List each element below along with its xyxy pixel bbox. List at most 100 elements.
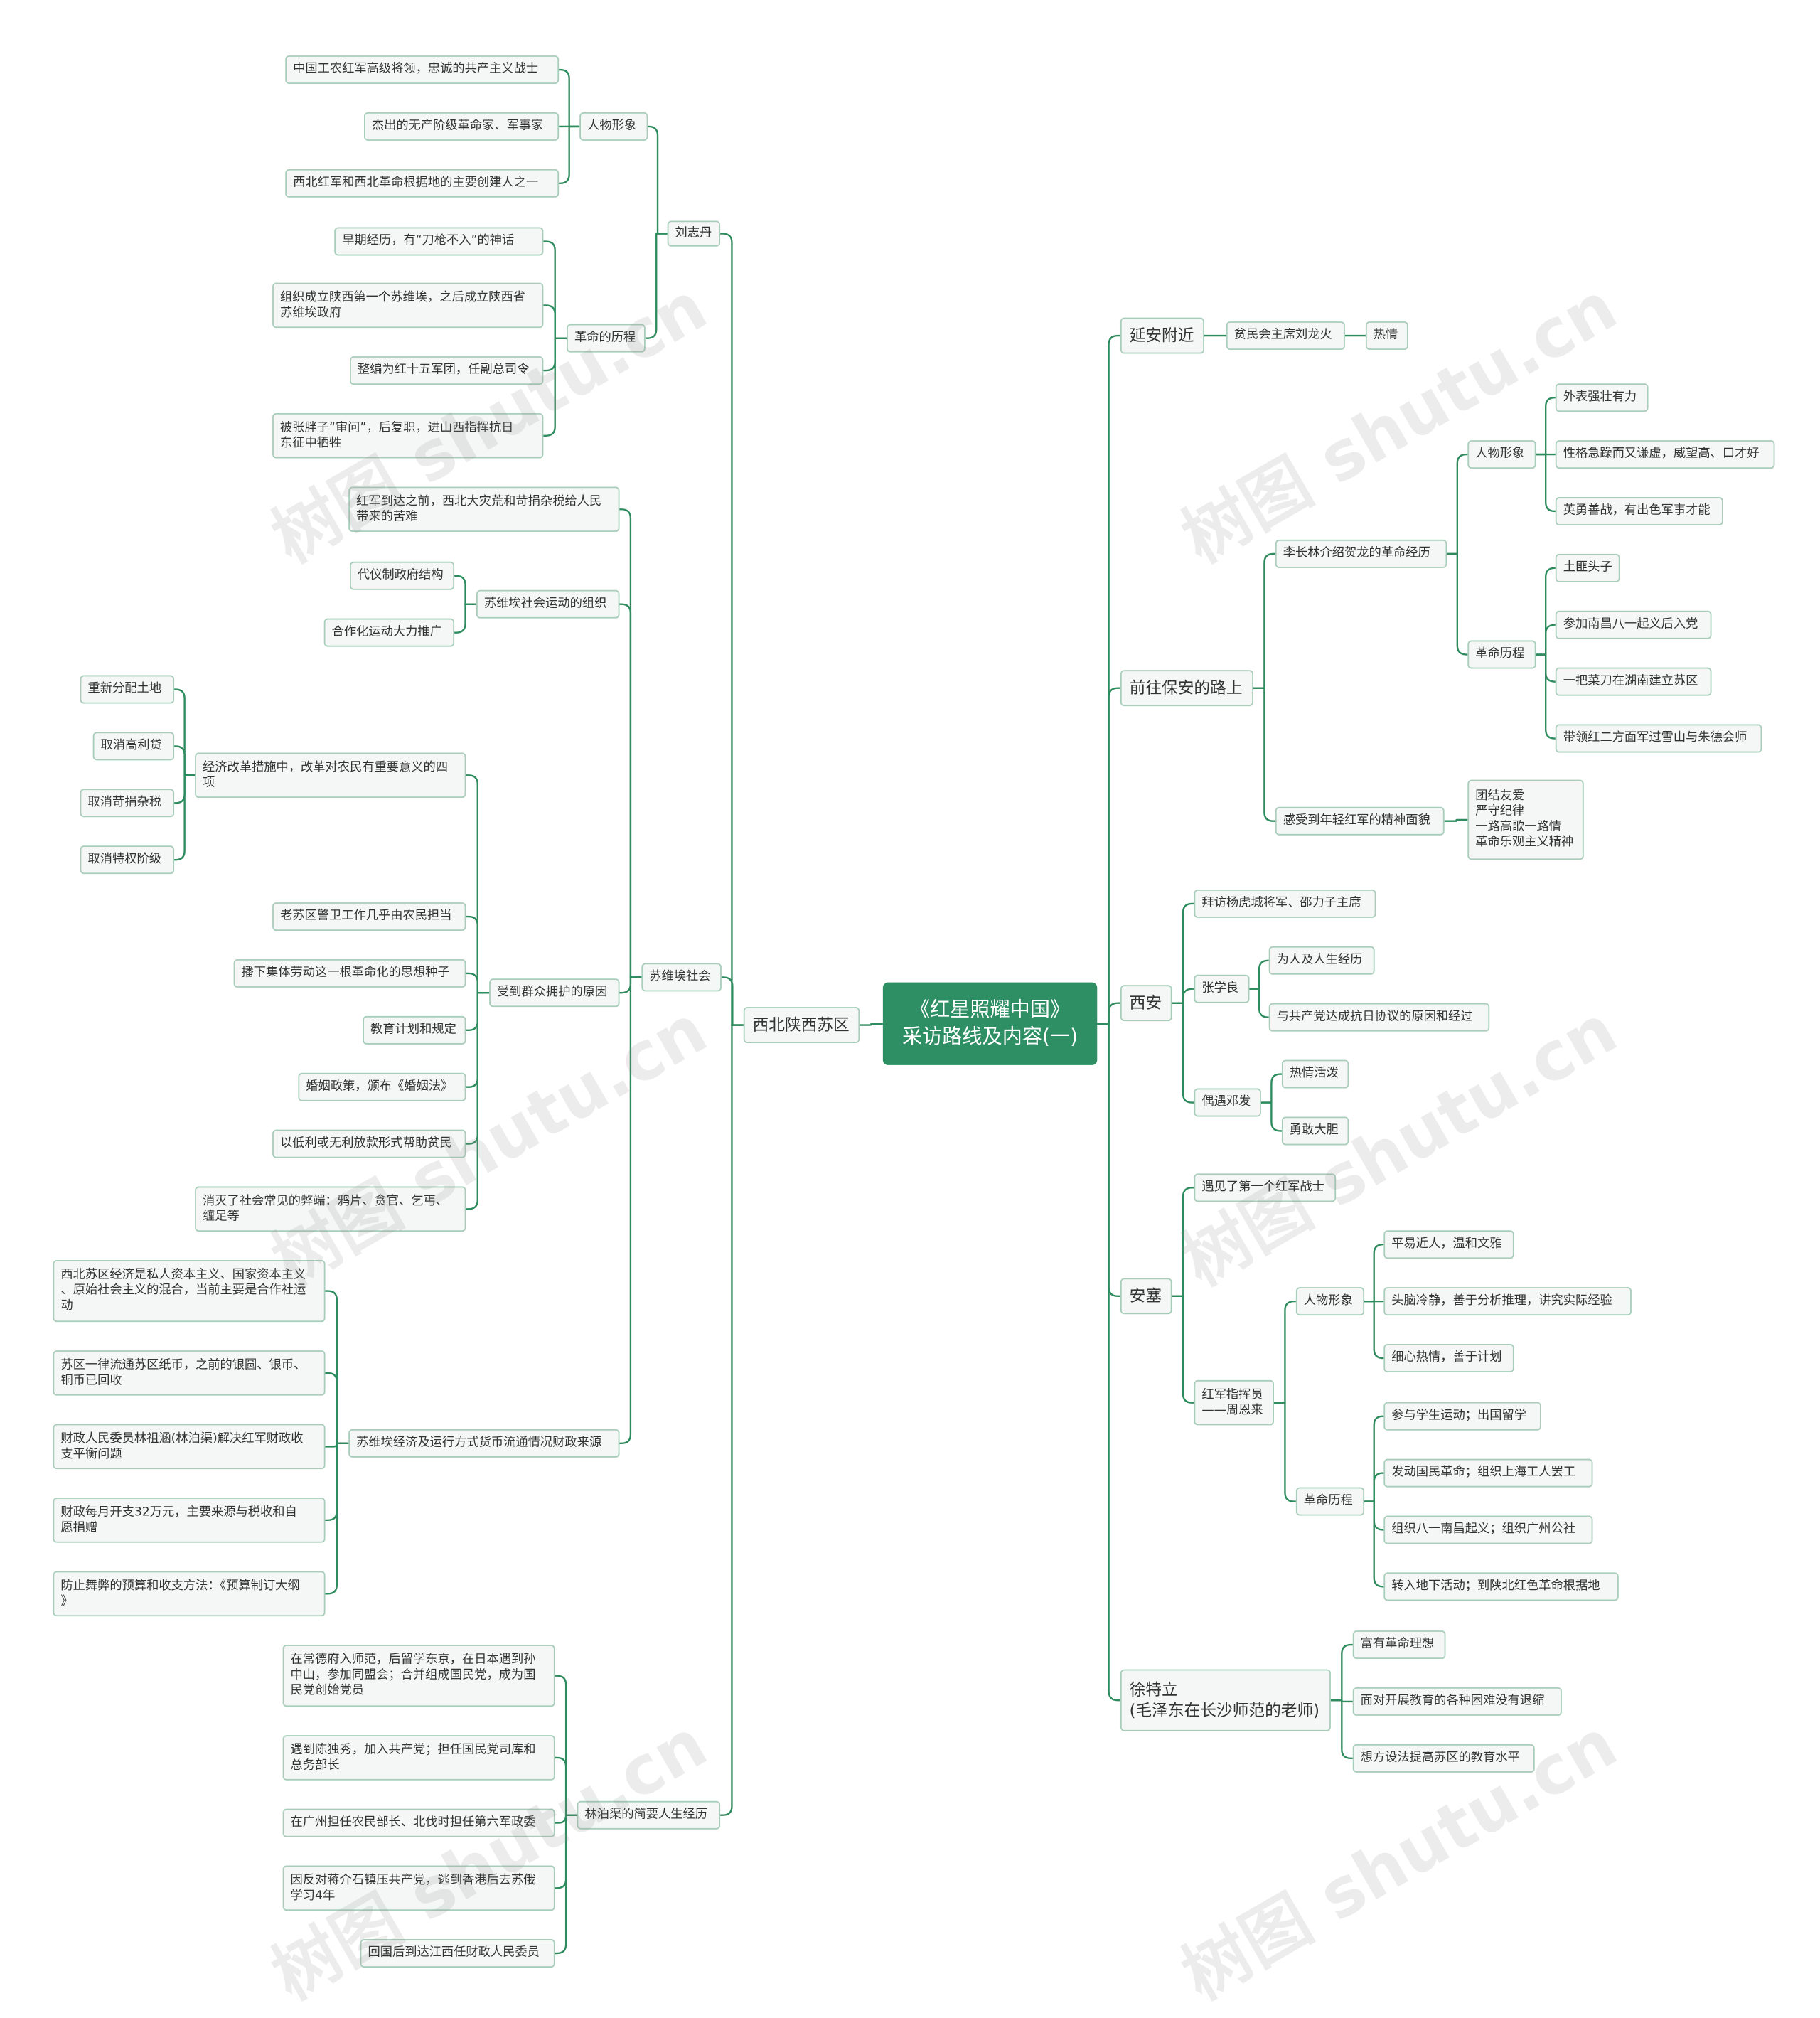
node-baLi[interactable]: 李长林介绍贺龙的革命经历 [1275, 539, 1447, 568]
node-L[interactable]: 西北陕西苏区 [743, 1007, 860, 1044]
node-bi1[interactable]: 性格急躁而又谦虚，威望高、口才好 [1555, 440, 1775, 469]
node-xu1[interactable]: 面对开展教育的各种困难没有退缩 [1352, 1687, 1562, 1716]
node-xaD[interactable]: 偶遇邓发 [1194, 1088, 1261, 1117]
node-sr1[interactable]: 取消高利贷 [92, 732, 175, 761]
connector-aHis-ah1 [1364, 1472, 1384, 1502]
node-aImg[interactable]: 人物形象 [1295, 1287, 1365, 1316]
node-xaV[interactable]: 拜访杨虎城将军、邵力子主席 [1194, 889, 1376, 918]
node-asF[interactable]: 遇见了第一个红军战士 [1194, 1173, 1337, 1202]
connector-liuImg-li0 [559, 68, 580, 128]
node-lh2[interactable]: 整编为红十五军团，任副总司令 [350, 356, 544, 385]
node-ah3[interactable]: 转入地下活动；到陕北红色革命根据地 [1383, 1572, 1619, 1601]
node-se3[interactable]: 财政每月开支32万元，主要来源与税收和自 愿捐赠 [53, 1498, 326, 1543]
connector-ba-bSp [1253, 687, 1275, 822]
node-bh0[interactable]: 土匪头子 [1555, 553, 1620, 582]
connector-bHis-bh0 [1536, 567, 1556, 656]
node-sr3[interactable]: 取消特权阶级 [80, 845, 175, 875]
node-ai0[interactable]: 平易近人，温和文雅 [1383, 1230, 1514, 1259]
node-bi0[interactable]: 外表强壮有力 [1555, 383, 1649, 412]
connector-sEco-se0 [325, 1290, 349, 1445]
node-xu0[interactable]: 富有革命理想 [1352, 1630, 1446, 1660]
node-yaTrait[interactable]: 热情 [1365, 321, 1408, 351]
node-ah0[interactable]: 参与学生运动；出国留学 [1383, 1402, 1541, 1431]
node-lh3[interactable]: 被张胖子“审问”，后复职，进山西指挥抗日 东征中牺牲 [272, 412, 544, 459]
node-lh0[interactable]: 早期经历，有“刀枪不入”的神话 [334, 227, 544, 256]
node-se4[interactable]: 防止舞弊的预算和收支方法：《预算制订大纲 》 [53, 1571, 326, 1617]
connector-as-asZ [1172, 1295, 1194, 1404]
node-xu[interactable]: 徐特立 (毛泽东在长沙师范的老师) [1120, 1669, 1331, 1731]
node-ln1[interactable]: 遇到陈独秀，加入共产党；担任国民党司库和 总务部长 [282, 1735, 555, 1781]
node-ss5[interactable]: 消灭了社会常见的弊端：鸦片、贪官、乞丐、 缠足等 [195, 1186, 466, 1232]
node-ss0[interactable]: 老苏区警卫工作几乎由农民担当 [272, 902, 466, 931]
node-se1[interactable]: 苏区一律流通苏区纸币，之前的银圆、银币、 铜币已回收 [53, 1350, 326, 1396]
node-xd0[interactable]: 热情活泼 [1281, 1059, 1349, 1089]
connector-L-sov [721, 976, 744, 1026]
node-sb[interactable]: 红军到达之前，西北大灾荒和苛捐杂税给人民 带来的苦难 [348, 486, 620, 533]
node-bImg[interactable]: 人物形象 [1467, 440, 1536, 469]
node-se0[interactable]: 西北苏区经济是私人资本主义、国家资本主义 、原始社会主义的混合，当前主要是合作社… [53, 1260, 326, 1323]
node-lh1[interactable]: 组织成立陕西第一个苏维埃，之后成立陕西省 苏维埃政府 [272, 282, 544, 329]
node-xz0[interactable]: 为人及人生经历 [1268, 946, 1375, 975]
node-ya[interactable]: 延安附近 [1120, 317, 1204, 354]
node-li1[interactable]: 杰出的无产阶级革命家、军事家 [364, 112, 560, 141]
connector-liuHis-lh3 [543, 337, 567, 437]
node-bHis[interactable]: 革命历程 [1467, 640, 1536, 669]
node-ai2[interactable]: 细心热情，善于计划 [1383, 1344, 1514, 1372]
node-sRef[interactable]: 经济改革措施中，改革对农民有重要意义的四 项 [195, 752, 466, 799]
node-ss3[interactable]: 婚姻政策，颁布《婚姻法》 [298, 1072, 466, 1101]
node-bSp[interactable]: 感受到年轻红军的精神面貌 [1275, 806, 1445, 836]
node-xaZ[interactable]: 张学良 [1194, 974, 1250, 1003]
node-xd1[interactable]: 勇敢大胆 [1281, 1116, 1349, 1146]
node-xa[interactable]: 西安 [1120, 985, 1172, 1022]
node-bh1[interactable]: 参加南昌八一起义后入党 [1555, 610, 1712, 639]
node-liuHis[interactable]: 革命的历程 [567, 324, 646, 353]
node-bSpD[interactable]: 团结友爱 严守纪律 一路高歌一路情 革命乐观主义精神 [1467, 779, 1584, 860]
connector-liuHis-lh0 [543, 240, 567, 339]
node-xz1[interactable]: 与共产党达成抗日协议的原因和经过 [1268, 1003, 1490, 1032]
node-li0[interactable]: 中国工农红军高级将领，忠诚的共产主义战士 [285, 55, 560, 85]
node-ah2[interactable]: 组织八一南昌起义；组织广州公社 [1383, 1515, 1593, 1544]
node-ln0[interactable]: 在常德府入师范，后留学东京，在日本遇到孙 中山，参加同盟会；合并组成国民党，成为… [282, 1645, 555, 1707]
connector-L-lin [720, 1024, 744, 1816]
connector-root-xu [1097, 1023, 1120, 1702]
node-sr0[interactable]: 重新分配土地 [80, 675, 175, 704]
node-ba[interactable]: 前往保安的路上 [1120, 670, 1253, 707]
node-ln2[interactable]: 在广州担任农民部长、北伐时担任第六军政委 [282, 1808, 555, 1837]
node-lin[interactable]: 林泊渠的简要人生经历 [577, 1800, 721, 1830]
node-sr2[interactable]: 取消苛捐杂税 [80, 789, 175, 818]
node-li2[interactable]: 西北红军和西北革命根据地的主要创建人之一 [285, 169, 560, 198]
node-bh2[interactable]: 一把菜刀在湖南建立苏区 [1555, 667, 1712, 696]
node-so1[interactable]: 合作化运动大力推广 [323, 618, 455, 647]
node-yaChair[interactable]: 贫民会主席刘龙火 [1226, 321, 1345, 351]
node-ss2[interactable]: 教育计划和规定 [363, 1015, 466, 1045]
node-sov[interactable]: 苏维埃社会 [641, 963, 722, 992]
node-sEco[interactable]: 苏维埃经济及运行方式货币流通情况财政来源 [348, 1429, 620, 1458]
node-sOrg[interactable]: 苏维埃社会运动的组织 [476, 589, 620, 619]
connector-sSup-sRef [466, 774, 490, 994]
connector-sSup-ss1 [466, 972, 490, 994]
node-asZ[interactable]: 红军指挥员 ——周恩来 [1194, 1379, 1275, 1426]
node-ss4[interactable]: 以低利或无利放款形式帮助贫民 [272, 1129, 466, 1158]
connector-root-ya [1097, 334, 1120, 1025]
node-sSup[interactable]: 受到群众拥护的原因 [489, 978, 620, 1008]
node-root[interactable]: 《红星照耀中国》 采访路线及内容(一) [882, 982, 1098, 1065]
node-ln4[interactable]: 回国后到达江西任财政人民委员 [360, 1939, 555, 1968]
node-as[interactable]: 安塞 [1120, 1278, 1172, 1315]
node-ss1[interactable]: 播下集体劳动这一根革命化的思想种子 [233, 959, 466, 988]
node-aHis[interactable]: 革命历程 [1295, 1487, 1365, 1516]
node-ah1[interactable]: 发动国民革命；组织上海工人罢工 [1383, 1458, 1593, 1488]
connector-xaZ-xz1 [1249, 988, 1269, 1018]
connector-aImg-ai2 [1364, 1300, 1384, 1360]
node-so0[interactable]: 代仪制政府结构 [350, 561, 455, 590]
node-xu2[interactable]: 想方设法提高苏区的教育水平 [1352, 1744, 1535, 1773]
node-se2[interactable]: 财政人民委员林祖涵(林泊渠)解决红军财政收 支平衡问题 [53, 1424, 326, 1470]
node-ln3[interactable]: 因反对蒋介石镇压共产党，逃到香港后去苏俄 学习4年 [282, 1865, 555, 1911]
connector-sEco-se4 [325, 1442, 349, 1595]
node-bi2[interactable]: 英勇善战，有出色军事才能 [1555, 497, 1723, 525]
node-liu[interactable]: 刘志丹 [667, 220, 721, 247]
node-bh3[interactable]: 带领红二方面军过雪山与朱德会师 [1555, 724, 1762, 753]
node-ai1[interactable]: 头脑冷静，善于分析推理，讲究实际经验 [1383, 1287, 1632, 1316]
node-liuImg[interactable]: 人物形象 [579, 112, 648, 141]
connector-xu-xu2 [1330, 1699, 1353, 1760]
